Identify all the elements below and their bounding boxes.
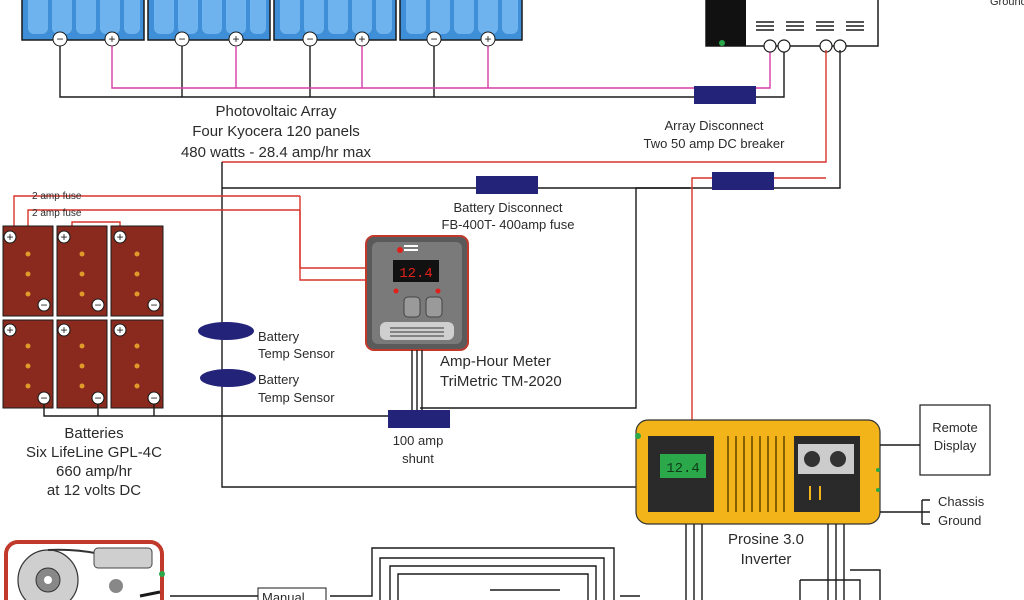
manual-label: Manual xyxy=(262,590,305,600)
chassis-ground: Chassis Ground xyxy=(880,494,985,528)
svg-text:+: + xyxy=(116,323,123,337)
engine-generator xyxy=(4,540,165,600)
pv-array-label: Photovoltaic Array Four Kyocera 120 pane… xyxy=(181,103,372,161)
temp-sensor-1-line1: Battery xyxy=(258,329,300,344)
inverter-display: 12.4 xyxy=(666,461,700,477)
svg-text:−: − xyxy=(94,298,101,312)
solar-panels: − + − + − + − + xyxy=(21,0,523,47)
remote-display-line1: Remote xyxy=(932,420,978,435)
inverter-line2: Inverter xyxy=(741,551,792,568)
array-disconnect-breaker: Array Disconnect Two 50 amp DC breaker xyxy=(644,86,786,151)
battery-disconnect: Battery Disconnect FB-400T- 400amp fuse xyxy=(442,172,774,232)
battery-disconnect-subtitle: FB-400T- 400amp fuse xyxy=(442,217,575,232)
svg-text:+: + xyxy=(484,32,491,46)
svg-text:+: + xyxy=(6,323,13,337)
solar-panel-4 xyxy=(399,0,523,41)
panel-wiring xyxy=(59,46,785,98)
pv-array-line2: Four Kyocera 120 panels xyxy=(192,123,360,140)
batteries-label: Batteries Six LifeLine GPL-4C 660 amp/hr… xyxy=(26,425,162,499)
svg-text:−: − xyxy=(150,298,157,312)
inverter: 12.4 Prosine 3.0 Inverter xyxy=(635,419,881,568)
batteries-title: Batteries xyxy=(64,425,123,442)
svg-text:−: − xyxy=(178,32,185,46)
svg-text:−: − xyxy=(430,32,437,46)
chassis-ground-line2: Ground xyxy=(938,513,981,528)
battery-disconnect-title: Battery Disconnect xyxy=(453,200,562,215)
svg-text:−: − xyxy=(40,298,47,312)
pv-array-title: Photovoltaic Array xyxy=(216,103,337,120)
svg-text:−: − xyxy=(306,32,313,46)
inverter-output-wiring xyxy=(685,524,881,600)
charge-controller: Ground xyxy=(705,0,1024,53)
shunt: 100 amp shunt xyxy=(388,410,450,466)
remote-display: Remote Display xyxy=(880,404,991,476)
svg-text:+: + xyxy=(60,323,67,337)
shunt-line2: shunt xyxy=(402,451,434,466)
batteries-line4: at 12 volts DC xyxy=(47,482,141,499)
meter-title: Amp-Hour Meter xyxy=(440,353,551,370)
temp-sensor-2-line1: Battery xyxy=(258,372,300,387)
pv-array-line3: 480 watts - 28.4 amp/hr max xyxy=(181,144,372,161)
battery-bank: + + + − − − + + + − − − xyxy=(2,225,400,417)
svg-text:−: − xyxy=(94,391,101,405)
array-disconnect-subtitle: Two 50 amp DC breaker xyxy=(644,136,786,151)
batteries-line3: 660 amp/hr xyxy=(56,463,132,480)
amp-hour-meter: 12.4 Amp-Hour Meter TriMetric TM-2020 xyxy=(365,235,562,390)
batteries-line2: Six LifeLine GPL-4C xyxy=(26,444,162,461)
svg-text:−: − xyxy=(150,391,157,405)
svg-text:+: + xyxy=(60,230,67,244)
temp-sensor-2-line2: Temp Sensor xyxy=(258,390,335,405)
array-disconnect-title: Array Disconnect xyxy=(665,118,764,133)
controller-wiring xyxy=(221,50,841,488)
svg-text:−: − xyxy=(56,32,63,46)
svg-text:+: + xyxy=(116,230,123,244)
chassis-ground-line1: Chassis xyxy=(938,494,985,509)
manual-switch xyxy=(257,587,327,600)
fuse-label-1: 2 amp fuse xyxy=(32,191,82,202)
ground-label-top: Ground xyxy=(990,0,1024,8)
fuse-label-2: 2 amp fuse xyxy=(32,208,82,219)
svg-text:+: + xyxy=(108,32,115,46)
temp-sensor-1-line2: Temp Sensor xyxy=(258,346,335,361)
temp-sensor-1: Battery Temp Sensor xyxy=(198,322,335,361)
shunt-line1: 100 amp xyxy=(393,433,444,448)
temp-sensor-2: Battery Temp Sensor xyxy=(200,369,335,405)
bottom-wiring: Manual xyxy=(170,547,640,600)
svg-text:−: − xyxy=(40,391,47,405)
remote-display-line2: Display xyxy=(934,438,977,453)
solar-panel-1 xyxy=(21,0,145,41)
solar-panel-3 xyxy=(273,0,397,41)
svg-text:+: + xyxy=(6,230,13,244)
meter-model: TriMetric TM-2020 xyxy=(440,373,562,390)
solar-panel-2 xyxy=(147,0,271,41)
meter-display: 12.4 xyxy=(399,266,433,282)
meter-wiring xyxy=(411,350,423,410)
svg-text:+: + xyxy=(358,32,365,46)
svg-text:+: + xyxy=(232,32,239,46)
inverter-line1: Prosine 3.0 xyxy=(728,531,804,548)
